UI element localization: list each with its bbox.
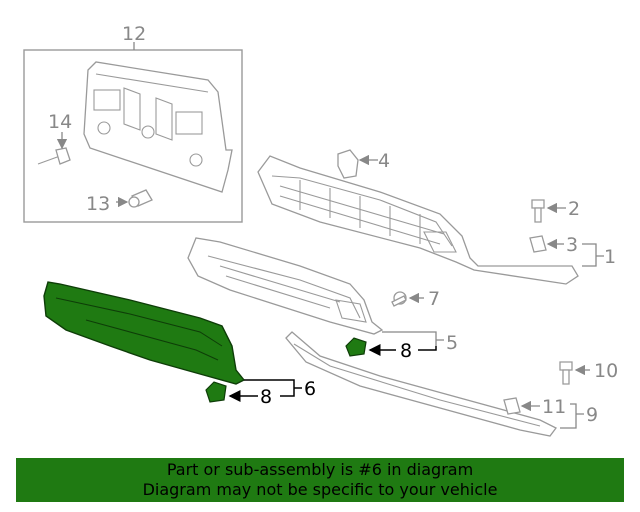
license-bracket-inset: [23, 42, 243, 223]
license-plate-bracket[interactable]: [83, 61, 233, 193]
info-banner: Part or sub-assembly is #6 in diagram Di…: [16, 458, 624, 502]
callout-8-upper[interactable]: 8: [400, 340, 412, 362]
callout-12[interactable]: 12: [122, 23, 146, 45]
callout-8-lower[interactable]: 8: [260, 386, 272, 408]
leader-9: [560, 403, 584, 429]
clip-8-lower[interactable]: [205, 381, 227, 403]
callout-1[interactable]: 1: [604, 246, 616, 268]
leader-6: [228, 379, 302, 402]
banner-line-1: Part or sub-assembly is #6 in diagram: [166, 460, 474, 479]
callout-14[interactable]: 14: [48, 111, 72, 133]
leader-8-upper: [368, 344, 437, 356]
pushpin-retainer[interactable]: [37, 147, 71, 165]
callout-4[interactable]: 4: [378, 150, 390, 172]
lower-valance-part-6[interactable]: [43, 281, 246, 385]
bolt-2[interactable]: [531, 199, 545, 223]
lower-molding[interactable]: [285, 331, 557, 437]
callout-9[interactable]: 9: [586, 404, 598, 426]
callout-3[interactable]: 3: [566, 234, 578, 256]
nut-3[interactable]: [529, 235, 547, 253]
bolt-13[interactable]: [128, 189, 153, 208]
callout-10[interactable]: 10: [594, 360, 618, 382]
callout-13[interactable]: 13: [86, 193, 110, 215]
clip-8-upper[interactable]: [345, 337, 367, 357]
callout-5[interactable]: 5: [446, 332, 458, 354]
callout-2[interactable]: 2: [568, 198, 580, 220]
screw-7[interactable]: [391, 291, 407, 307]
upper-fascia[interactable]: [257, 155, 579, 285]
middle-fascia[interactable]: [187, 237, 384, 335]
nut-11[interactable]: [503, 397, 521, 415]
clip-4[interactable]: [337, 149, 359, 179]
banner-line-2: Diagram may not be specific to your vehi…: [142, 480, 498, 499]
callout-7[interactable]: 7: [428, 288, 440, 310]
bolt-10[interactable]: [559, 361, 573, 385]
leader-1: [582, 243, 604, 267]
callout-11[interactable]: 11: [542, 396, 566, 418]
leader-5: [382, 331, 444, 346]
callout-6[interactable]: 6: [304, 378, 316, 400]
